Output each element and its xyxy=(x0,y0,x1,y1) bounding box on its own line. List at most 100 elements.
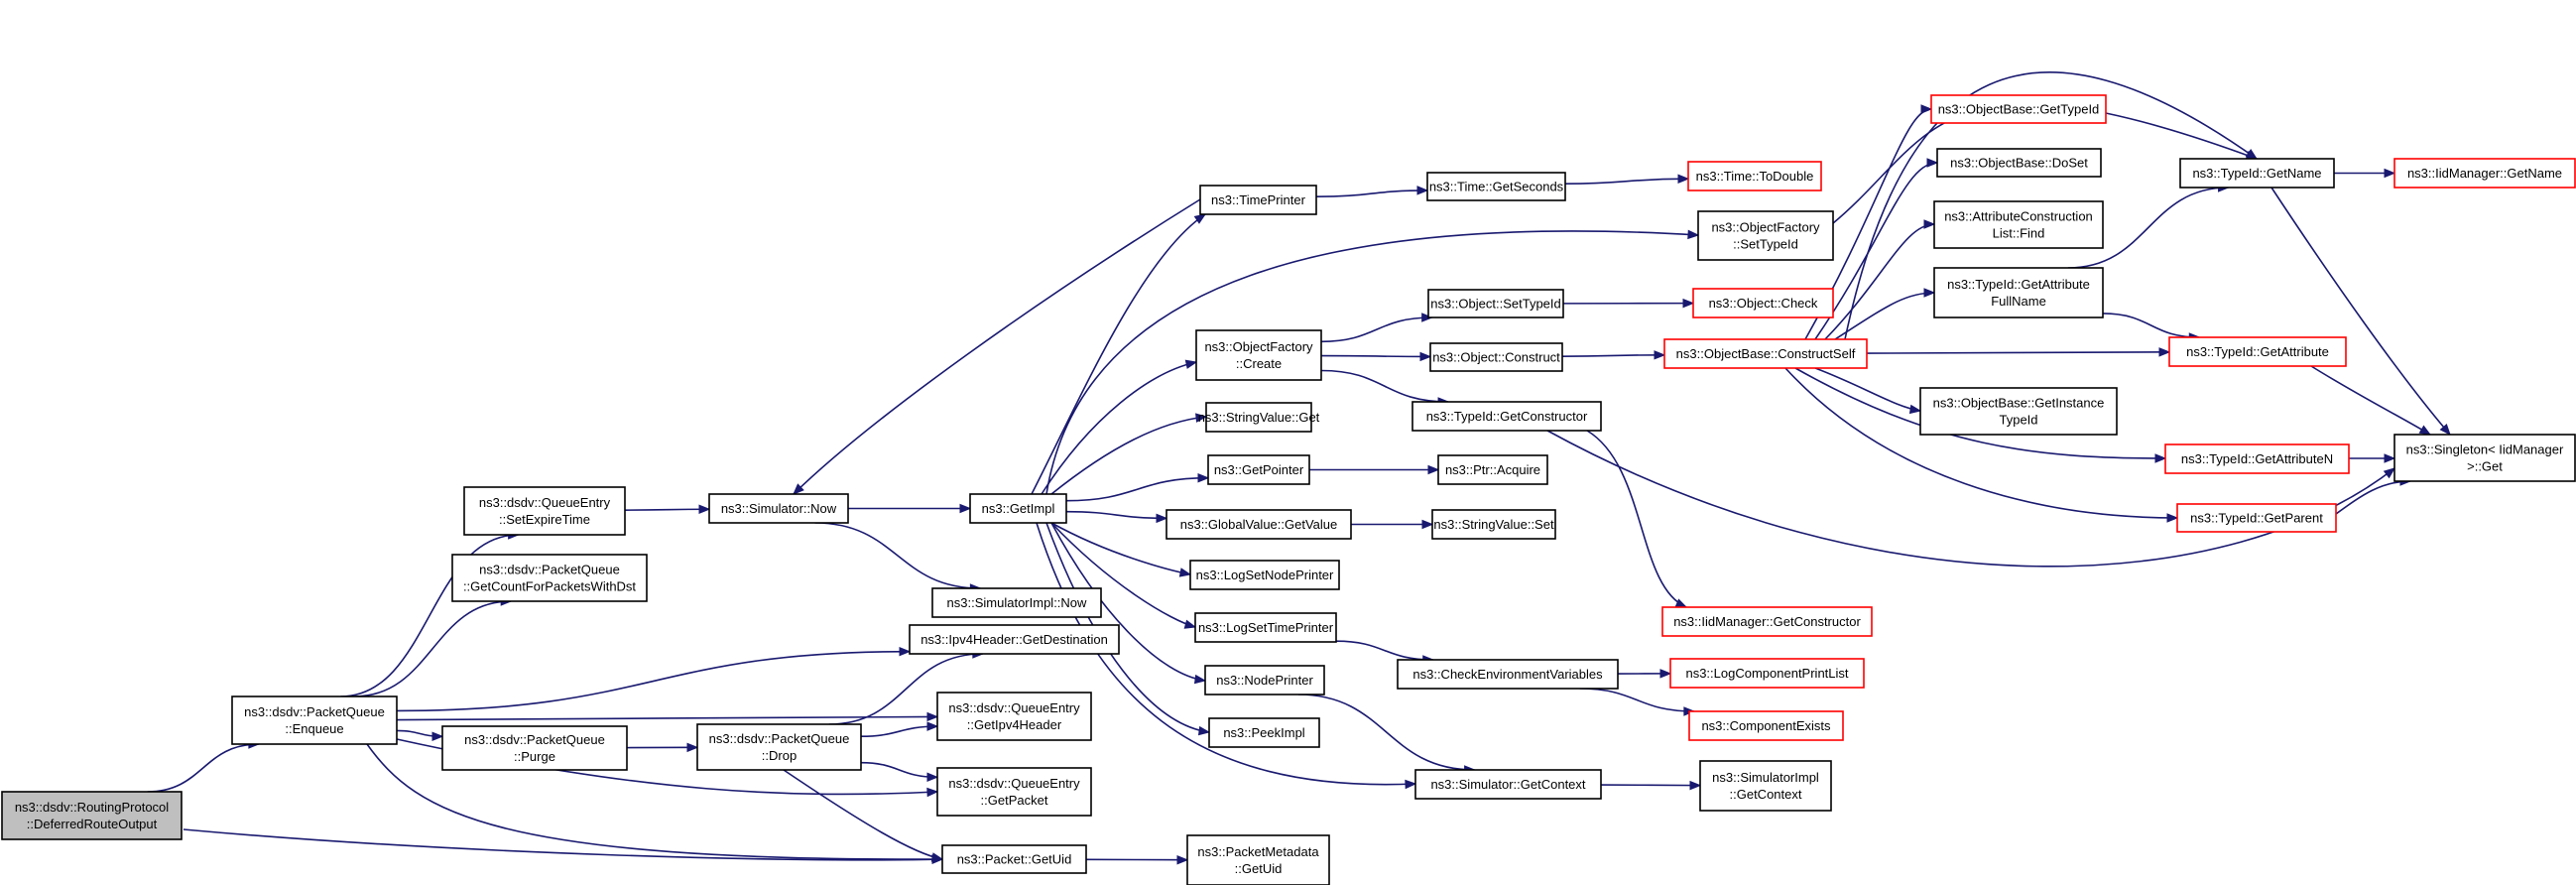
node-logsetnode[interactable]: ns3::LogSetNodePrinter xyxy=(1189,560,1340,590)
node-peekimpl[interactable]: ns3::PeekImpl xyxy=(1208,717,1320,748)
node-ipv4dest[interactable]: ns3::Ipv4Header::GetDestination xyxy=(909,624,1120,655)
node-purge[interactable]: ns3::dsdv::PacketQueue::Purge xyxy=(441,725,628,771)
node-simimplgetctx[interactable]: ns3::SimulatorImpl::GetContext xyxy=(1699,760,1832,812)
node-pktmetauid[interactable]: ns3::PacketMetadata::GetUid xyxy=(1186,834,1330,885)
node-simgetctx[interactable]: ns3::Simulator::GetContext xyxy=(1414,769,1602,800)
node-box[interactable] xyxy=(1426,172,1566,201)
node-box[interactable] xyxy=(2393,158,2576,189)
node-box[interactable] xyxy=(1165,509,1352,540)
node-simnow[interactable]: ns3::Simulator::Now xyxy=(708,493,849,524)
node-box[interactable] xyxy=(1199,185,1317,215)
node-box[interactable] xyxy=(1189,560,1340,590)
node-objfactsettypeid[interactable]: ns3::ObjectFactory::SetTypeId xyxy=(1697,210,1834,261)
node-box[interactable] xyxy=(1204,665,1325,695)
node-objcheck[interactable]: ns3::Object::Check xyxy=(1692,288,1834,318)
node-objbaseconstruct[interactable]: ns3::ObjectBase::ConstructSelf xyxy=(1663,338,1868,369)
node-typeidgetattrn[interactable]: ns3::TypeId::GetAttributeN xyxy=(2164,443,2350,474)
node-box[interactable] xyxy=(1195,329,1322,381)
node-box[interactable] xyxy=(1930,94,2107,124)
node-compexists[interactable]: ns3::ComponentExists xyxy=(1688,710,1844,741)
node-box[interactable] xyxy=(463,486,626,536)
node-box[interactable] xyxy=(941,844,1087,874)
node-box[interactable] xyxy=(231,695,398,745)
node-box[interactable] xyxy=(1699,760,1832,812)
node-box[interactable] xyxy=(936,767,1092,817)
node-box[interactable] xyxy=(1661,606,1873,637)
node-box[interactable] xyxy=(1669,658,1865,689)
node-getimpl[interactable]: ns3::GetImpl xyxy=(969,493,1067,524)
node-timegetsec[interactable]: ns3::Time::GetSeconds xyxy=(1426,172,1566,201)
node-box[interactable] xyxy=(1663,338,1868,369)
node-box[interactable] xyxy=(1208,717,1320,748)
node-logcompprint[interactable]: ns3::LogComponentPrintList xyxy=(1669,658,1865,689)
node-ptracquire[interactable]: ns3::Ptr::Acquire xyxy=(1437,454,1548,485)
node-box[interactable] xyxy=(1933,200,2104,249)
node-box[interactable] xyxy=(1697,210,1834,261)
node-box[interactable] xyxy=(2168,336,2347,367)
node-box[interactable] xyxy=(936,692,1092,741)
node-iidgetname[interactable]: ns3::IidManager::GetName xyxy=(2393,158,2576,189)
node-box[interactable] xyxy=(441,725,628,771)
node-box[interactable] xyxy=(931,587,1102,618)
node-typeidgetparent[interactable]: ns3::TypeId::GetParent xyxy=(2176,503,2337,533)
node-box[interactable] xyxy=(451,554,648,602)
node-logsettime[interactable]: ns3::LogSetTimePrinter xyxy=(1194,612,1337,643)
node-box[interactable] xyxy=(1431,509,1556,540)
node-objfactcreate[interactable]: ns3::ObjectFactory::Create xyxy=(1195,329,1322,381)
node-box[interactable] xyxy=(1692,288,1834,318)
node-singletonget[interactable]: ns3::Singleton< IidManager >::Get xyxy=(2393,434,2576,482)
node-timetodouble[interactable]: ns3::Time::ToDouble xyxy=(1687,161,1822,191)
node-enqueue[interactable]: ns3::dsdv::PacketQueue::Enqueue xyxy=(231,695,398,745)
node-box[interactable] xyxy=(1688,710,1844,741)
node-getcount[interactable]: ns3::dsdv::PacketQueue::GetCountForPacke… xyxy=(451,554,648,602)
node-box[interactable] xyxy=(1936,148,2102,178)
node-box[interactable] xyxy=(2179,158,2335,189)
node-simimplnow[interactable]: ns3::SimulatorImpl::Now xyxy=(931,587,1102,618)
node-objbasedoset[interactable]: ns3::ObjectBase::DoSet xyxy=(1936,148,2102,178)
node-globalvalueget[interactable]: ns3::GlobalValue::GetValue xyxy=(1165,509,1352,540)
node-box[interactable] xyxy=(1411,401,1602,432)
node-typeidgetname[interactable]: ns3::TypeId::GetName xyxy=(2179,158,2335,189)
node-box[interactable] xyxy=(1427,289,1564,318)
node-objbasegettypeid[interactable]: ns3::ObjectBase::GetTypeId xyxy=(1930,94,2107,124)
node-getpacket[interactable]: ns3::dsdv::QueueEntry::GetPacket xyxy=(936,767,1092,817)
node-box[interactable] xyxy=(909,624,1120,655)
node-box[interactable] xyxy=(1397,659,1619,690)
node-typeidgetattr[interactable]: ns3::TypeId::GetAttribute xyxy=(2168,336,2347,367)
node-nodeprinter[interactable]: ns3::NodePrinter xyxy=(1204,665,1325,695)
node-box[interactable] xyxy=(696,723,862,771)
node-box[interactable] xyxy=(1194,612,1337,643)
node-box[interactable] xyxy=(2393,434,2576,482)
node-box[interactable] xyxy=(1414,769,1602,800)
node-box[interactable] xyxy=(1186,834,1330,885)
node-iidgetctor[interactable]: ns3::IidManager::GetConstructor xyxy=(1661,606,1873,637)
node-stringvalueget[interactable]: ns3::StringValue::Get xyxy=(1198,402,1320,433)
node-box[interactable] xyxy=(2164,443,2350,474)
node-box[interactable] xyxy=(2176,503,2337,533)
node-box[interactable] xyxy=(1,791,183,840)
node-setexpire[interactable]: ns3::dsdv::QueueEntry::SetExpireTime xyxy=(463,486,626,536)
node-box[interactable] xyxy=(1919,387,2118,436)
node-box[interactable] xyxy=(1437,454,1548,485)
node-checkenv[interactable]: ns3::CheckEnvironmentVariables xyxy=(1397,659,1619,690)
node-box[interactable] xyxy=(969,493,1067,524)
node-box[interactable] xyxy=(1687,161,1822,191)
node-objsettypeid[interactable]: ns3::Object::SetTypeId xyxy=(1427,289,1564,318)
node-box[interactable] xyxy=(1207,454,1310,485)
node-stringvalueset[interactable]: ns3::StringValue::Set xyxy=(1431,509,1556,540)
node-typeidgetctor[interactable]: ns3::TypeId::GetConstructor xyxy=(1411,401,1602,432)
node-getipv4hdr[interactable]: ns3::dsdv::QueueEntry::GetIpv4Header xyxy=(936,692,1092,741)
node-box[interactable] xyxy=(1933,267,2104,318)
node-box[interactable] xyxy=(1205,402,1312,433)
node-root[interactable]: ns3::dsdv::RoutingProtocol::DeferredRout… xyxy=(1,791,183,840)
node-box[interactable] xyxy=(708,493,849,524)
node-getuid[interactable]: ns3::Packet::GetUid xyxy=(941,844,1087,874)
node-getpointer[interactable]: ns3::GetPointer xyxy=(1207,454,1310,485)
node-box[interactable] xyxy=(1429,342,1563,372)
node-drop[interactable]: ns3::dsdv::PacketQueue::Drop xyxy=(696,723,862,771)
node-timeprinter[interactable]: ns3::TimePrinter xyxy=(1199,185,1317,215)
node-objconstruct[interactable]: ns3::Object::Construct xyxy=(1429,342,1563,372)
